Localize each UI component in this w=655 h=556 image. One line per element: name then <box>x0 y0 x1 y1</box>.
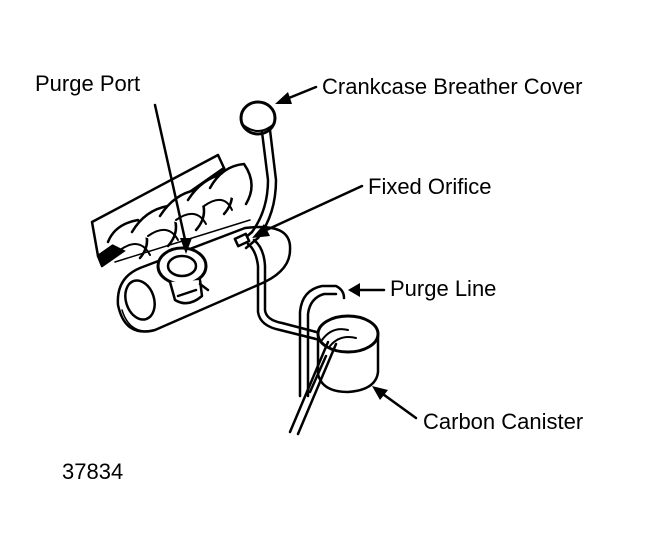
leader-purge-line <box>348 283 386 297</box>
leader-purge-port <box>153 103 192 254</box>
fixed-orifice-connector <box>233 232 251 248</box>
carbon-canister-label: Carbon Canister <box>423 409 584 434</box>
leader-fixed-orifice <box>252 184 364 238</box>
purge-line-hook <box>298 284 346 398</box>
fixed-orifice-label: Fixed Orifice <box>368 174 492 199</box>
crankcase-breather-assembly <box>236 100 278 250</box>
crankcase-breather-cover-label: Crankcase Breather Cover <box>322 74 583 99</box>
purge-hose <box>246 238 326 342</box>
canister-outlet-lines <box>288 340 338 436</box>
figure-number: 37834 <box>62 459 124 484</box>
intake-manifold <box>90 153 253 268</box>
leader-carbon-canister <box>372 386 418 420</box>
leader-crankcase-breather <box>275 85 318 104</box>
engine-block <box>116 225 292 333</box>
carbon-canister-body <box>316 314 380 394</box>
purge-port-label: Purge Port <box>35 71 141 96</box>
purge-port-fitting <box>156 246 210 305</box>
purge-line-label: Purge Line <box>390 276 497 301</box>
